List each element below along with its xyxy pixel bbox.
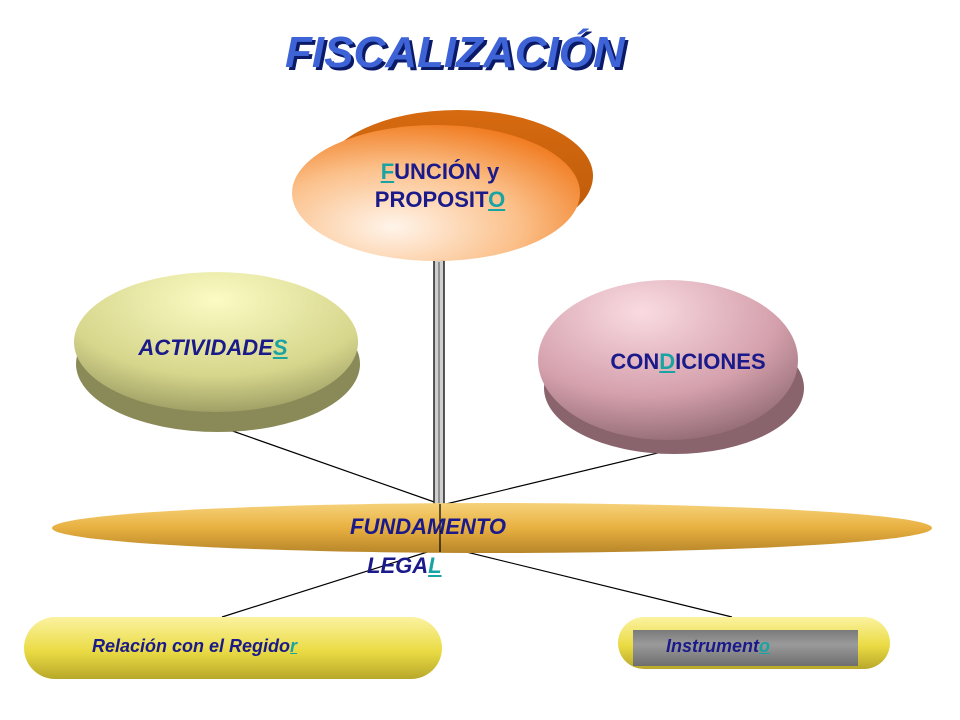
- fundamento-bar: [52, 503, 932, 553]
- funcion-line1-text: UNCIÓN y: [394, 159, 500, 184]
- relacion-label: Relación con el Regidor: [92, 636, 297, 657]
- actividades-link-letter[interactable]: S: [272, 335, 288, 360]
- condiciones-label: CONDICIONES: [573, 348, 803, 376]
- relacion-pill: [24, 617, 442, 679]
- fundamento-line2: LEGAL: [367, 553, 442, 579]
- proposito-link-letter[interactable]: O: [488, 186, 506, 212]
- actividades-label: ACTIVIDADES: [98, 334, 328, 362]
- connector-lines: [221, 427, 733, 618]
- condiciones-link-letter[interactable]: D: [659, 349, 676, 374]
- relacion-link-letter[interactable]: r: [290, 636, 298, 656]
- actividades-text: ACTIVIDADE: [138, 335, 273, 360]
- funcion-shape: [292, 110, 593, 261]
- legal-text: LEGA: [367, 553, 429, 578]
- funcion-link-letter[interactable]: F: [380, 159, 395, 184]
- legal-link-letter[interactable]: L: [428, 553, 442, 578]
- instrumento-text: Instrument: [666, 636, 760, 656]
- instrumento-link-letter[interactable]: o: [759, 636, 771, 656]
- instrumento-box: [633, 630, 858, 666]
- condiciones-text-post: ICIONES: [675, 349, 766, 374]
- instrumento-label: Instrumento: [666, 636, 770, 657]
- fundamento-line1: FUNDAMENTO: [350, 514, 507, 539]
- condiciones-text-pre: CON: [610, 349, 660, 374]
- page-title: FISCALIZACIÓN: [285, 28, 625, 77]
- funcion-line2-text: PROPOSIT: [374, 186, 489, 212]
- actividades-shape: [74, 272, 360, 432]
- funcion-label: FUNCIÓN y PROPOSITO: [330, 158, 550, 213]
- condiciones-shape: [538, 280, 804, 454]
- relacion-text: Relación con el Regido: [92, 636, 291, 656]
